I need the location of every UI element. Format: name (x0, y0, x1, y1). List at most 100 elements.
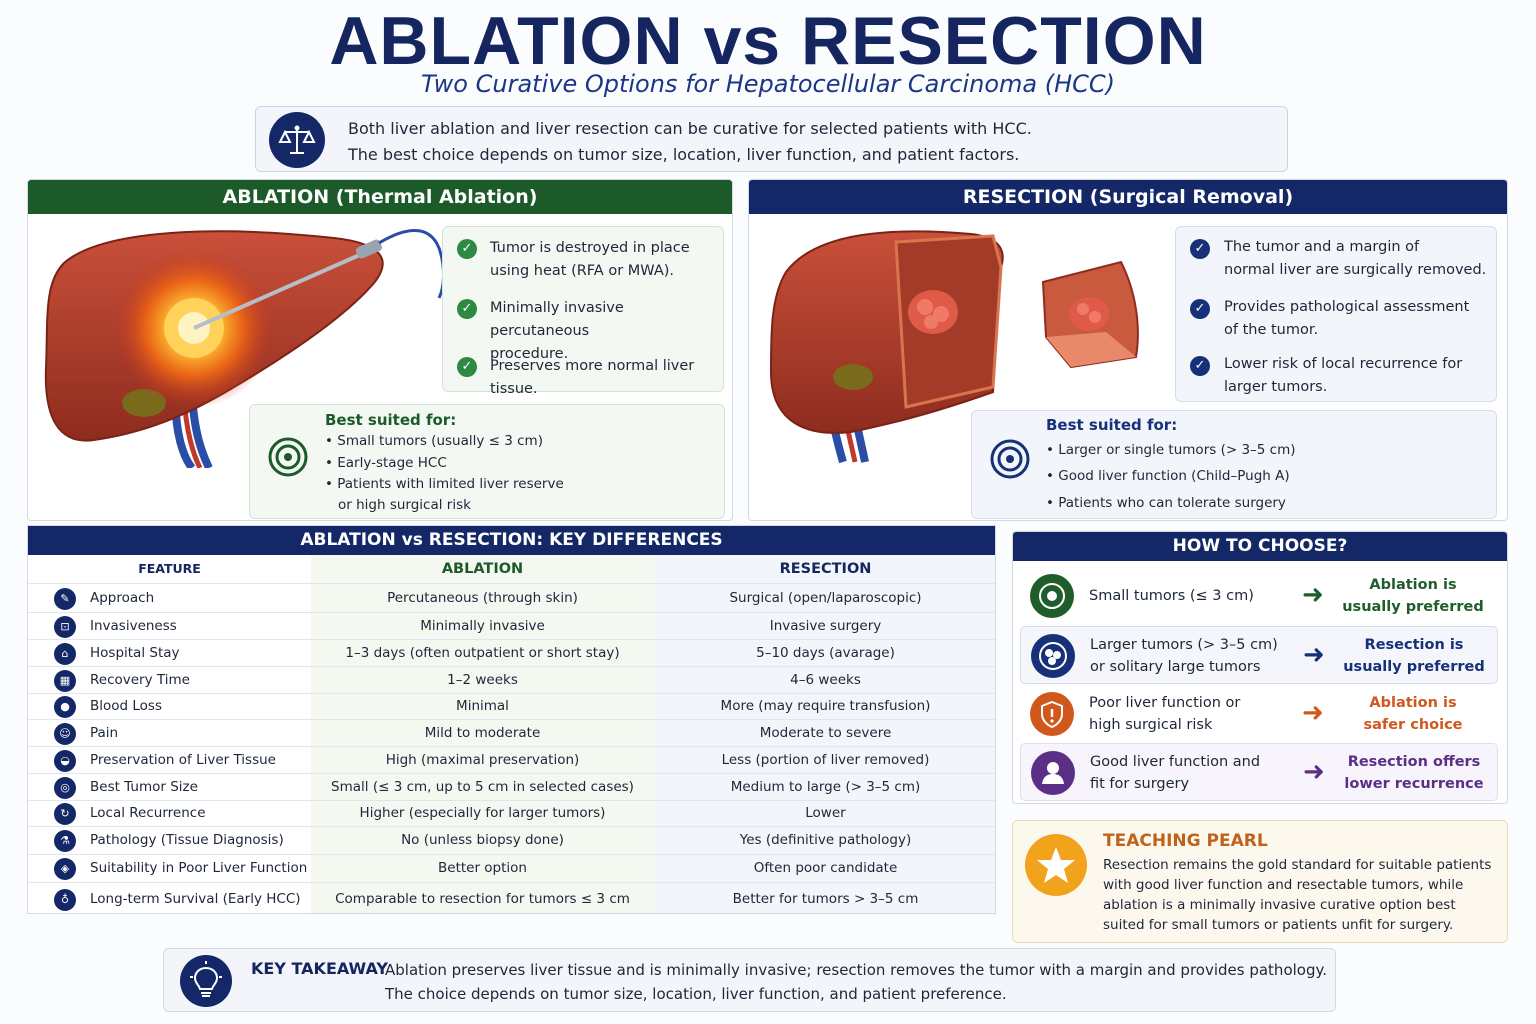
arrow-right-icon: ➜ (1303, 757, 1325, 787)
ablation-liver-illustration (44, 229, 445, 468)
resection-value: Moderate to severe (759, 725, 892, 741)
column-header-resection: RESECTION (779, 561, 872, 577)
lightbulb-icon (180, 955, 232, 1007)
resection-value: Less (portion of liver removed) (721, 752, 930, 768)
table-row: ♁Long-term Survival (Early HCC)Comparabl… (28, 882, 995, 913)
check-icon: ✓ (457, 239, 477, 259)
tumor-large-icon (1031, 634, 1075, 678)
feature-name: Recovery Time (90, 672, 190, 688)
star-icon (1025, 834, 1087, 896)
feature-icon: ↻ (54, 803, 76, 825)
choose-condition: or solitary large tumors (1090, 659, 1261, 675)
resection-best-item: • Good liver function (Child–Pugh A) (1046, 468, 1290, 484)
feature-name: Local Recurrence (90, 805, 206, 821)
takeaway-line-1: Ablation preserves liver tissue and is m… (385, 961, 1327, 979)
page-subtitle: Two Curative Options for Hepatocellular … (420, 70, 1116, 98)
resection-liver-illustration (769, 230, 1139, 464)
pearl-text: Resection remains the gold standard for … (1103, 857, 1492, 933)
takeaway-line-2: The choice depends on tumor size, locati… (385, 985, 1007, 1003)
how-to-choose-panel: HOW TO CHOOSE? Small tumors (≤ 3 cm) ➜ A… (1012, 531, 1508, 804)
resection-value: Often poor candidate (753, 860, 898, 876)
feature-icon: ⊡ (54, 616, 76, 638)
ablation-value: High (maximal preservation) (385, 752, 580, 768)
choose-condition: Good liver function and (1090, 754, 1261, 770)
resection-value: Invasive surgery (769, 618, 882, 634)
resection-value: Yes (definitive pathology) (739, 832, 912, 848)
ablation-value: Minimally invasive (420, 618, 545, 634)
ablation-best-suited: Best suited for: • Small tumors (usually… (249, 404, 725, 519)
person-icon (1031, 751, 1075, 795)
feature-name: Preservation of Liver Tissue (90, 752, 276, 768)
ablation-value: Minimal (456, 698, 509, 714)
resection-value: Better for tumors > 3–5 cm (732, 891, 919, 907)
feature-name: Hospital Stay (90, 645, 180, 661)
feature-name: Invasiveness (90, 618, 177, 634)
check-icon: ✓ (1190, 239, 1210, 259)
resection-best-suited: Best suited for: • Larger or single tumo… (971, 410, 1497, 519)
resection-best-item: • Patients who can tolerate surgery (1046, 495, 1286, 511)
ablation-best-item: • Small tumors (usually ≤ 3 cm) (325, 433, 543, 449)
column-header-ablation: ABLATION (441, 561, 524, 577)
table-row: ◒ Preservation of Liver Tissue High (maxim… (28, 746, 995, 773)
pearl-title: TEACHING PEARL (1103, 831, 1268, 851)
table-row: ⊡ Invasiveness Minimally invasive Invasive … (28, 612, 995, 639)
feature-icon: ◈ (54, 858, 76, 880)
intro-line-1: Both liver ablation and liver resection … (348, 119, 1032, 138)
feature-name: Best Tumor Size (90, 779, 198, 795)
feature-icon: ● (54, 696, 76, 718)
ablation-value: No (unless biopsy done) (401, 832, 564, 848)
feature-icon: ☺ (54, 723, 76, 745)
resection-panel: RESECTION (Surgical Removal) ✓ The tumor… (748, 179, 1508, 521)
arrow-right-icon: ➜ (1302, 698, 1324, 728)
feature-name: Pain (90, 725, 119, 741)
feature-icon: ◒ (54, 750, 76, 772)
resection-best-title: Best suited for: (1046, 416, 1178, 434)
table-row: ⚗Pathology (Tissue Diagnosis)No (unless … (28, 826, 995, 854)
table-row: ☺ Pain Mild to moderate Moderate to severe (28, 719, 995, 746)
ablation-point-3: Preserves more normal liver tissue. (490, 358, 695, 397)
choose-condition: high surgical risk (1089, 717, 1213, 733)
ablation-value: 1–2 weeks (447, 672, 518, 688)
ablation-value: 1–3 days (often outpatient or short stay… (345, 645, 620, 661)
choose-condition: fit for surgery (1090, 776, 1190, 792)
arrow-right-icon: ➜ (1302, 580, 1324, 610)
choose-condition: Larger tumors (> 3–5 cm) (1090, 637, 1278, 653)
target-icon (268, 437, 308, 477)
resection-value: Surgical (open/laparoscopic) (729, 590, 922, 606)
differences-table: ABLATION vs RESECTION: KEY DIFFERENCES F… (27, 525, 996, 914)
ablation-best-item: or high surgical risk (338, 497, 471, 513)
ablation-value: Small (≤ 3 cm, up to 5 cm in selected ca… (331, 779, 634, 795)
resection-value: 4–6 weeks (790, 672, 861, 688)
feature-icon: ▦ (54, 670, 76, 692)
check-icon: ✓ (1190, 356, 1210, 376)
intro-line-2: The best choice depends on tumor size, l… (348, 145, 1020, 164)
tumor-small-icon (1030, 574, 1074, 618)
resection-heading: RESECTION (Surgical Removal) (749, 180, 1507, 214)
ablation-value: Mild to moderate (424, 725, 541, 741)
ablation-value: Comparable to resection for tumors ≤ 3 c… (335, 891, 630, 907)
key-takeaway: KEY TAKEAWAY Ablation preserves liver ti… (163, 948, 1336, 1012)
ablation-panel: ABLATION (Thermal Ablation) ✓ Tum (27, 179, 733, 521)
ablation-value: Percutaneous (through skin) (387, 590, 578, 606)
feature-name: Suitability in Poor Liver Function (90, 860, 308, 876)
how-to-choose-heading: HOW TO CHOOSE? (1013, 532, 1507, 561)
feature-name: Blood Loss (90, 698, 163, 714)
feature-name: Long-term Survival (Early HCC) (90, 891, 301, 907)
